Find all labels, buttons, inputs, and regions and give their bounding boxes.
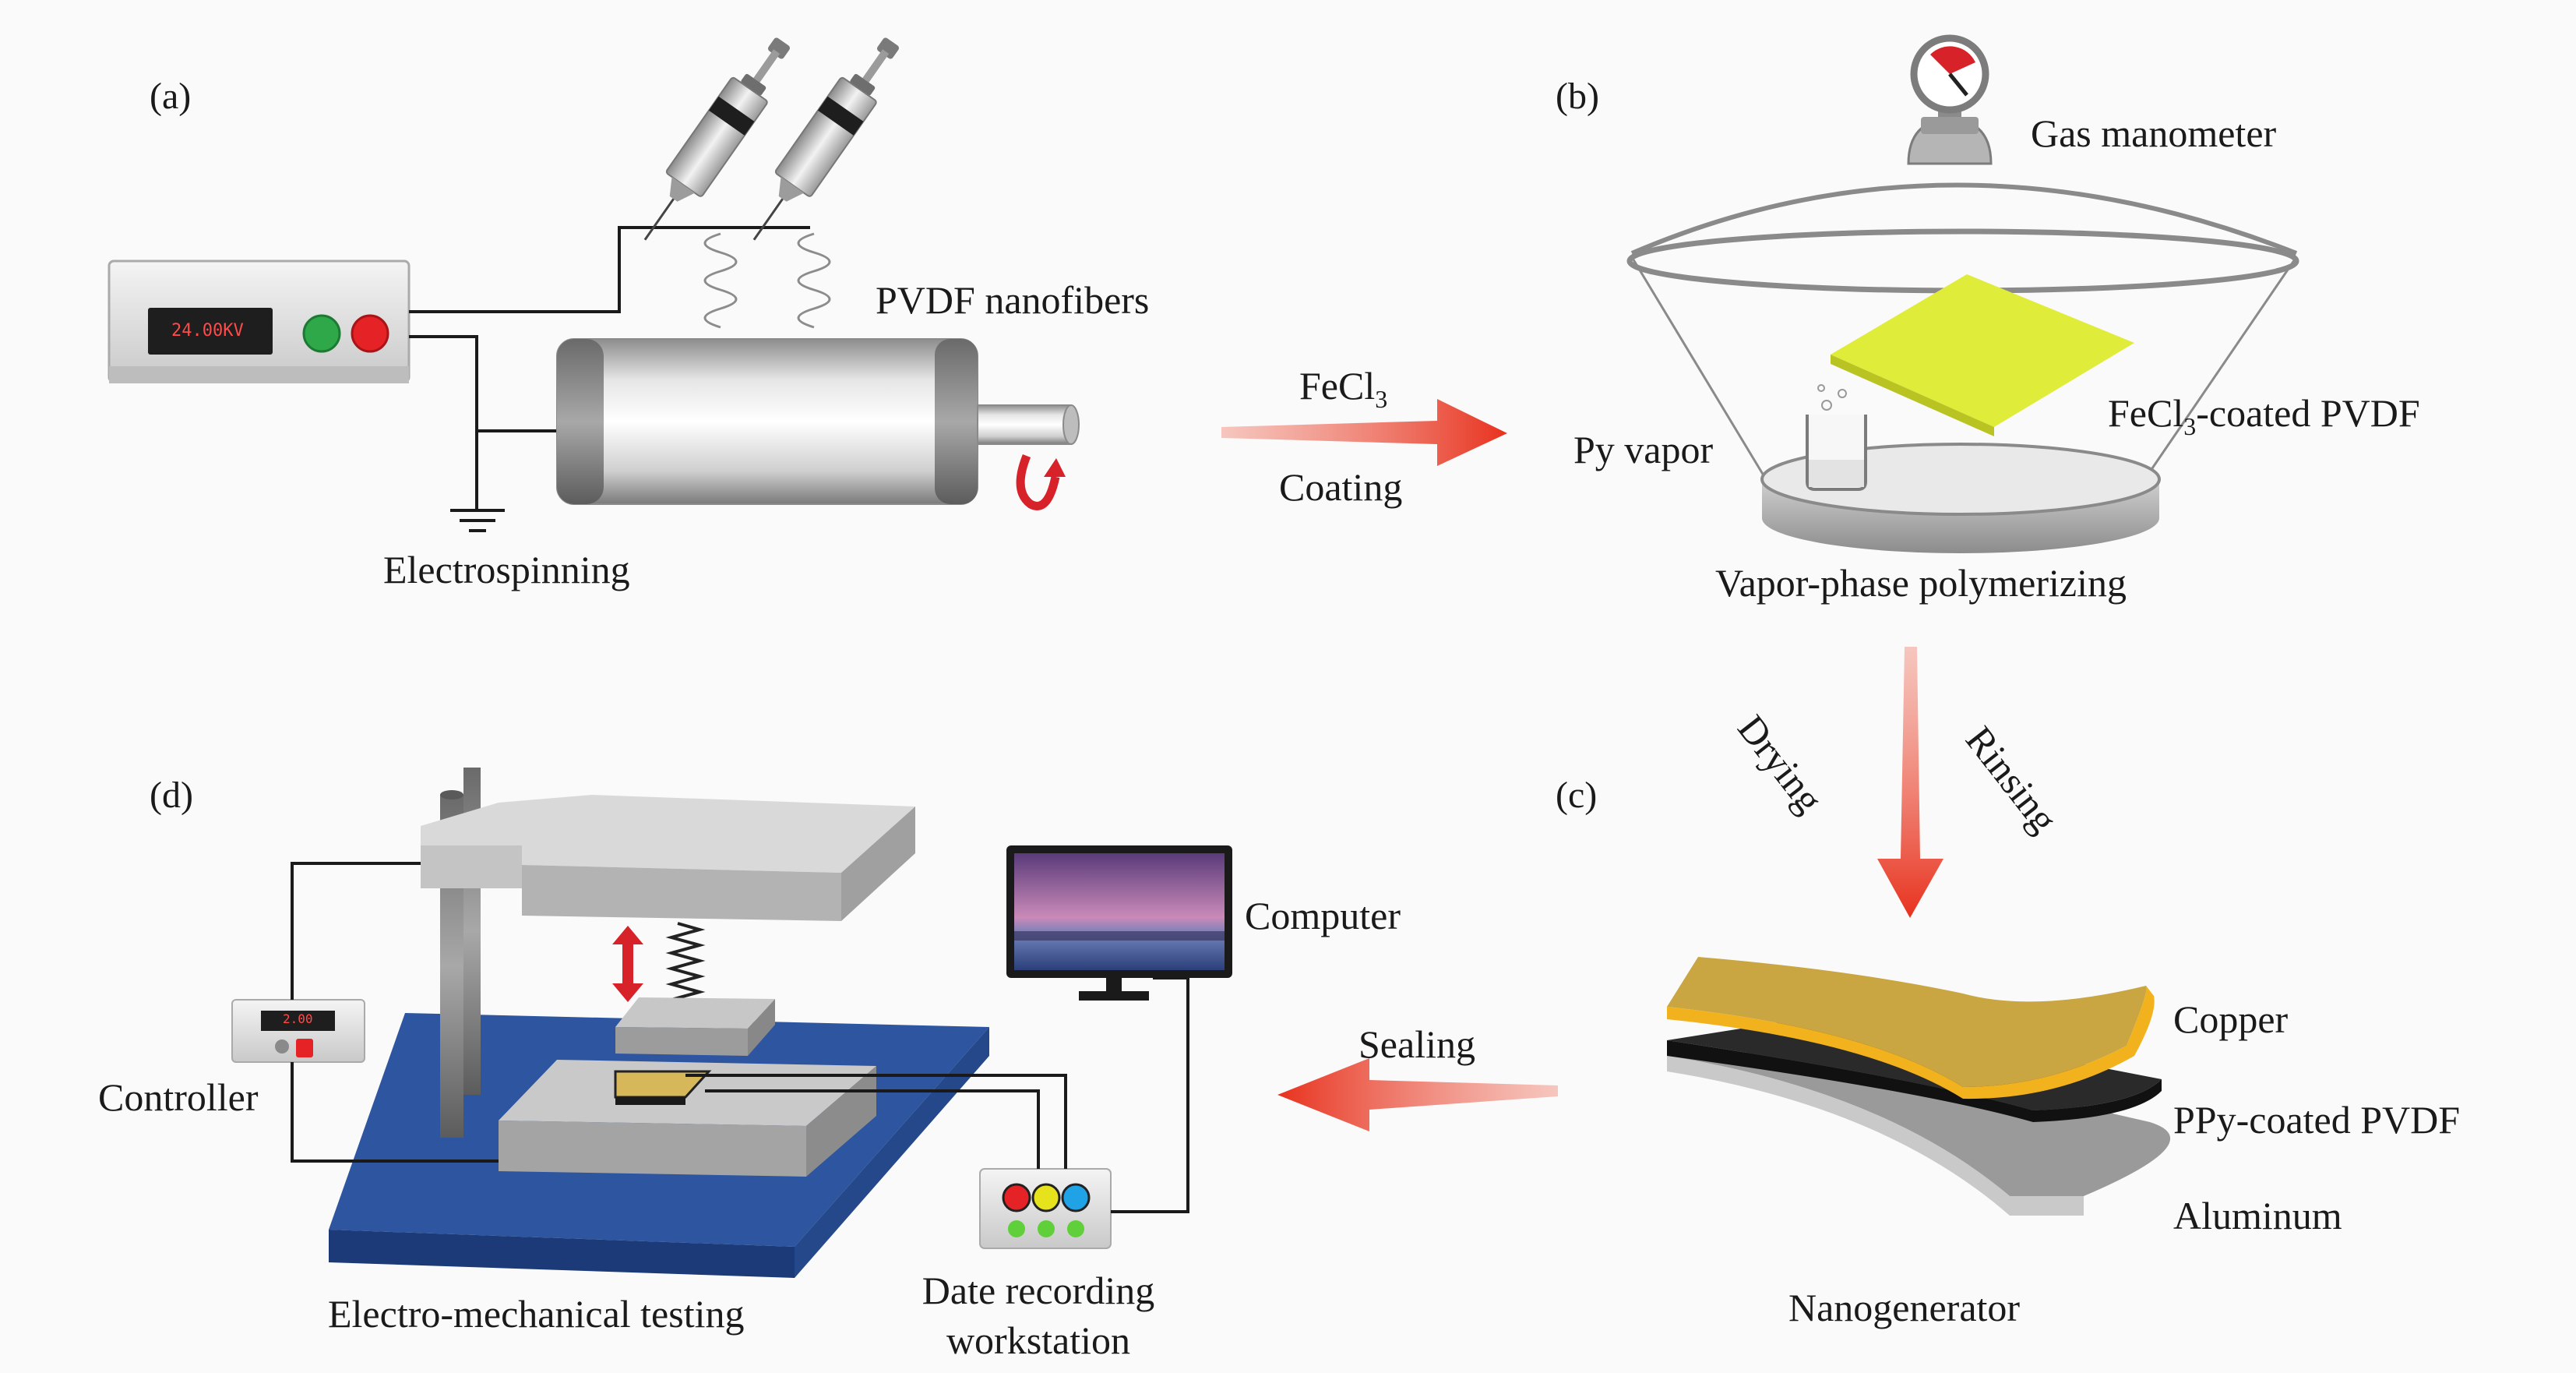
py-vapor-label: Py vapor: [1573, 428, 1714, 471]
panel-b-letter: (b): [1556, 76, 1599, 117]
workstation-label: Date recording workstation: [906, 1265, 1171, 1365]
fecl3-coated-pvdf-label: FeCl3-coated PVDF: [2108, 394, 2420, 439]
panel-a-letter: (a): [150, 76, 192, 117]
aluminum-layer: [1667, 1048, 2171, 1216]
arrow-ab-reagent: FeCl3: [1299, 366, 1387, 411]
panel-c-nanogenerator: [1667, 957, 2171, 1216]
film-label-post: -coated PVDF: [2196, 391, 2420, 435]
copper-label: Copper: [2173, 997, 2289, 1041]
copper-layer: [1667, 957, 2155, 1099]
arrow-ab-reagent-main: FeCl: [1299, 364, 1376, 408]
supply-wires: [409, 226, 810, 510]
nanofiber-jets: [703, 232, 831, 329]
rotating-drum-collector: [556, 338, 1080, 505]
controller-box: [231, 999, 365, 1063]
rotation-arrow-icon: [1016, 454, 1066, 510]
film-label-pre: FeCl: [2108, 391, 2184, 435]
pvdf-film: [1831, 274, 2134, 436]
gas-manometer-label: Gas manometer: [2031, 111, 2277, 155]
motion-arrow-icon: [612, 926, 643, 1002]
data-recording-workstation: [979, 1168, 1112, 1249]
green-button-icon: [302, 314, 341, 353]
arrow-a-to-b: [1221, 399, 1507, 466]
arrow-ab-reagent-sub: 3: [1375, 385, 1388, 413]
high-voltage-power-supply: [107, 259, 411, 383]
controller-label: Controller: [98, 1075, 259, 1119]
test-wires: [291, 862, 1189, 1213]
panel-d-letter: (d): [150, 775, 193, 816]
arrow-ab-coating: Coating: [1279, 465, 1403, 509]
computer-monitor: [1006, 845, 1232, 1001]
red-button-icon: [351, 314, 389, 353]
panel-a-electrospinning: [107, 37, 1080, 532]
crossbeam: [421, 795, 915, 921]
ppy-coated-pvdf-label: PPy-coated PVDF: [2173, 1098, 2461, 1142]
ground-icon: [450, 509, 505, 532]
aluminum-label: Aluminum: [2173, 1194, 2342, 1237]
workstation-label-line1: Date recording: [922, 1269, 1155, 1312]
pvdf-nanofibers-label: PVDF nanofibers: [876, 278, 1150, 322]
upper-press-block: [615, 997, 775, 1056]
film-label-sub: 3: [2183, 412, 2197, 440]
arrow-c-to-d: [1277, 1058, 1558, 1131]
voltage-display: [148, 308, 273, 355]
arrow-b-to-c: [1877, 647, 1943, 918]
panel-d-testing-setup: [231, 768, 1232, 1278]
electrospinning-caption: Electrospinning: [383, 548, 630, 591]
panel-b-vapor-chamber: [1626, 34, 2299, 553]
panel-c-letter: (c): [1556, 775, 1598, 816]
spring-icon: [665, 922, 706, 1006]
electro-mechanical-caption: Electro-mechanical testing: [328, 1292, 745, 1336]
syringe-left: [643, 37, 790, 241]
beaker-icon: [1806, 384, 1867, 491]
syringe-right: [752, 37, 899, 241]
computer-label: Computer: [1245, 894, 1401, 937]
sample-device: [614, 1070, 712, 1105]
gas-manometer-icon: [1907, 34, 1993, 165]
voltage-readout: 24.00KV: [171, 321, 244, 341]
nanogenerator-caption: Nanogenerator: [1788, 1286, 2021, 1329]
vapor-phase-caption: Vapor-phase polymerizing: [1715, 561, 2127, 605]
sealing-label: Sealing: [1358, 1022, 1475, 1066]
controller-readout: 2.00: [283, 1011, 313, 1026]
workstation-label-line2: workstation: [946, 1318, 1131, 1362]
